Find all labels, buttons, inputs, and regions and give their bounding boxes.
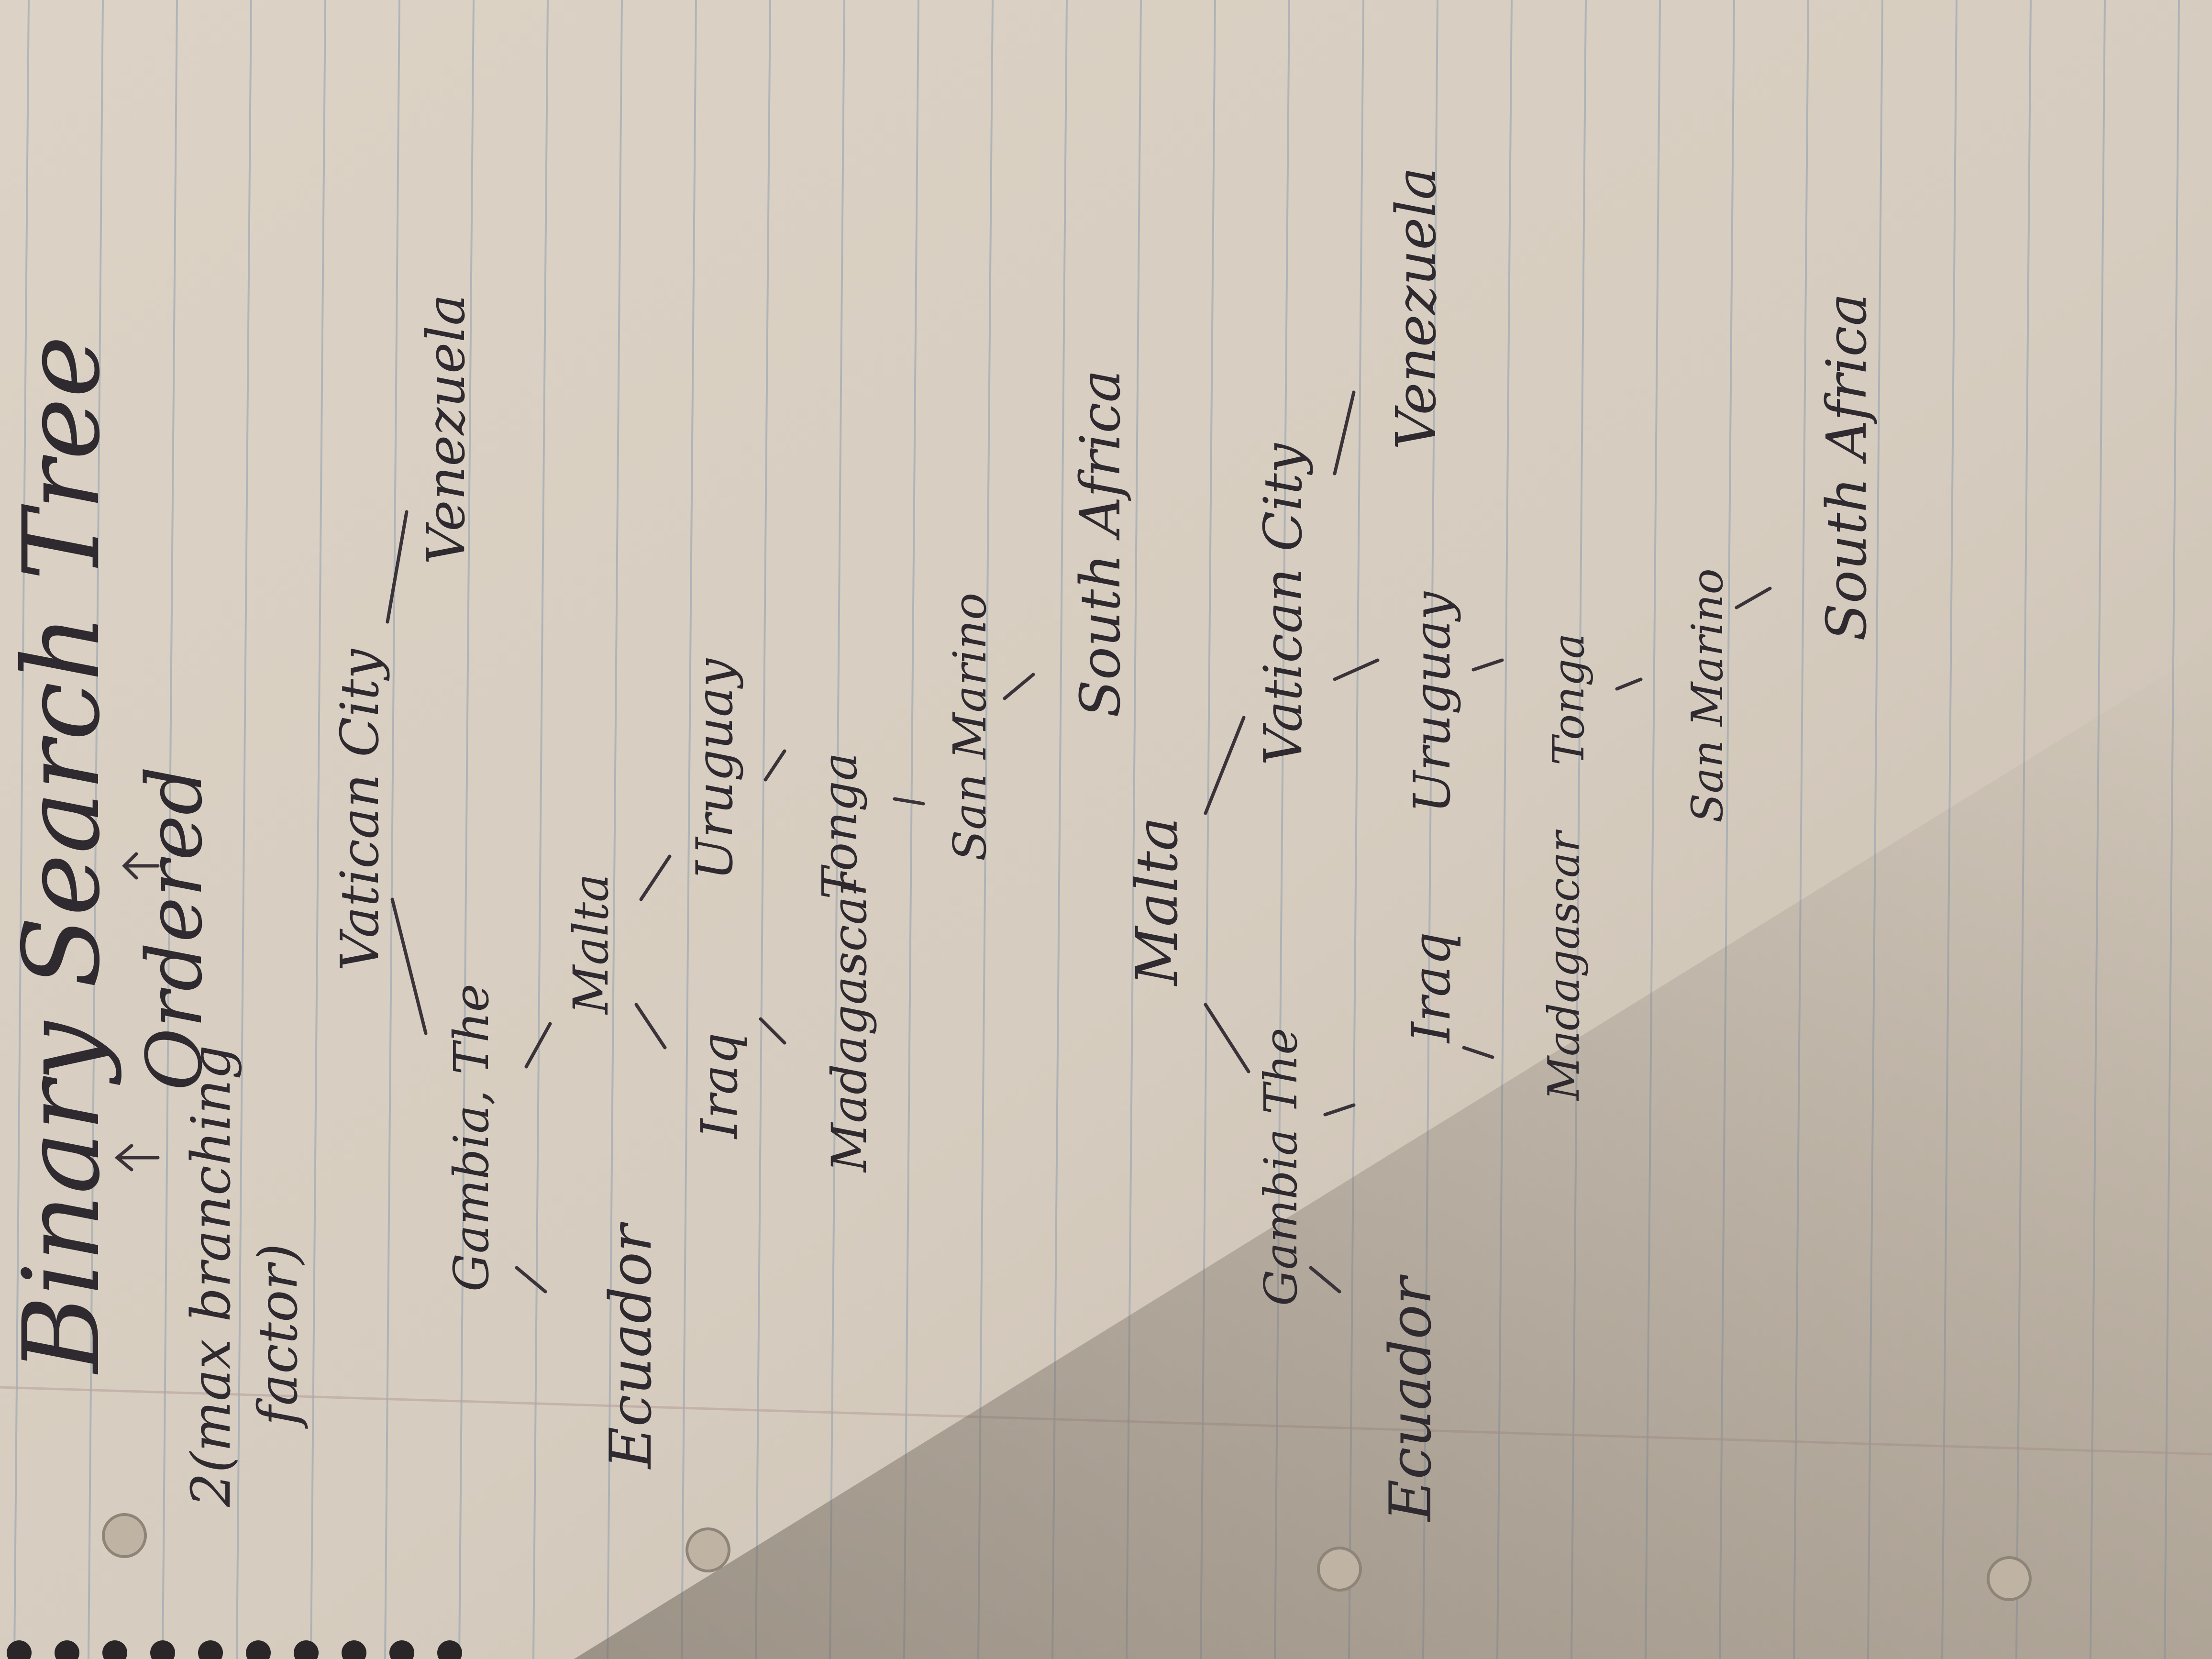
- tree1-edge: [634, 1003, 667, 1050]
- ruled-line: [88, 0, 104, 1659]
- spiral-ring: [102, 1640, 127, 1659]
- tree2-node-venezuela: Venezuela: [1384, 167, 1449, 450]
- tree2-node-uruguay: Uruguay: [1403, 591, 1461, 813]
- tree2-edge: [1204, 716, 1246, 815]
- ruled-line: [384, 0, 400, 1659]
- tree2-node-san-marino: San Marino: [1682, 568, 1733, 823]
- tree1-root: Vatican City: [329, 648, 390, 971]
- tree1-edge: [893, 797, 925, 806]
- page-title: Binary Search Tree: [0, 335, 123, 1375]
- tree2-edge: [1333, 658, 1380, 681]
- spiral-ring: [437, 1640, 462, 1659]
- spiral-ring: [7, 1640, 32, 1659]
- tree2-edge: [1309, 1266, 1341, 1294]
- ruled-line: [310, 0, 326, 1659]
- tree2-node-gambia: Gambia The: [1255, 1028, 1307, 1306]
- ruled-line: [532, 0, 549, 1659]
- spiral-ring: [198, 1640, 223, 1659]
- spiral-ring: [294, 1640, 319, 1659]
- tree1-edge: [763, 749, 786, 782]
- ruled-line: [755, 0, 771, 1659]
- ruled-line: [681, 0, 697, 1659]
- ruled-line: [903, 0, 919, 1659]
- tree2-edge: [1462, 1046, 1494, 1059]
- arrow-up-icon: [114, 1144, 160, 1172]
- spiral-ring: [150, 1640, 175, 1659]
- ruled-line: [162, 0, 178, 1659]
- note-search: Ordered: [130, 766, 219, 1091]
- tree1-node-iraq: Iraq: [690, 1033, 749, 1139]
- tree1-edge: [515, 1266, 547, 1294]
- tree1-node-venezuela: Venezuela: [415, 294, 476, 564]
- tree2-node-south-africa: South Africa: [1815, 293, 1879, 641]
- tree2-root: Malta: [1124, 817, 1191, 986]
- binder-hole: [102, 1513, 147, 1558]
- binder-hole: [1317, 1547, 1362, 1592]
- tree1-node-malta: Malta: [563, 874, 619, 1015]
- tree1-edge: [759, 1017, 786, 1045]
- ruled-line: [236, 0, 252, 1659]
- heading-group: Binary Search Tree 2(max branching facto…: [0, 335, 310, 1507]
- tree2-node-iraq: Iraq: [1401, 932, 1462, 1044]
- tree2-edge: [1615, 677, 1643, 691]
- tree1-node-south-africa: South Africa: [1069, 370, 1133, 718]
- spiral-ring: [342, 1640, 366, 1659]
- tree1-edge: [386, 510, 409, 624]
- tree1-node-ecuador: Ecuador: [598, 1221, 664, 1470]
- tree1-node-uruguay: Uruguay: [686, 658, 744, 880]
- tree2-node-ecuador: Ecuador: [1378, 1274, 1444, 1522]
- spiral-ring: [246, 1640, 271, 1659]
- tree1-edge: [639, 854, 672, 901]
- binder-hole: [1987, 1556, 2032, 1601]
- ruled-line: [829, 0, 845, 1659]
- ruled-line: [607, 0, 623, 1659]
- tree2-node-tonga: Tonga: [1544, 633, 1594, 765]
- shadow-overlay: [574, 646, 2212, 1659]
- tree2-edge: [1323, 1103, 1356, 1117]
- spiral-ring: [55, 1640, 79, 1659]
- tree1-node-gambia: Gambia, The: [443, 984, 499, 1292]
- tree1-node-san-marino: San Marino: [944, 593, 996, 861]
- ruled-line: [977, 0, 994, 1659]
- tree1-node-madagascar: Madagascar: [821, 871, 877, 1173]
- tree1-edge: [390, 897, 428, 1035]
- spiral-binding: [7, 1640, 462, 1659]
- tree1-edge: [1003, 673, 1035, 700]
- binder-hole: [686, 1527, 730, 1572]
- tree2-edge: [1471, 658, 1504, 672]
- tree1-edge: [524, 1022, 552, 1069]
- ruled-line: [458, 0, 475, 1659]
- tree2-node-madagascar: Madagascar: [1539, 829, 1589, 1101]
- arrow-up-icon: [122, 852, 160, 880]
- tree2-edge: [1333, 390, 1356, 476]
- tree-two: Malta Gambia The Vatican City Ecuador Ir…: [1124, 167, 1879, 1522]
- note-binary-line1: 2(max branching: [180, 1045, 243, 1507]
- ruled-line: [13, 0, 30, 1659]
- tree1-node-tonga: Tonga: [812, 752, 868, 899]
- spiral-ring: [389, 1640, 414, 1659]
- tree-one: Vatican City Gambia, The Venezuela Ecuad…: [329, 294, 1133, 1470]
- tree2-edge: [1735, 586, 1772, 609]
- note-binary-line2: factor): [247, 1243, 310, 1429]
- binder-holes: [102, 1513, 2032, 1601]
- tree2-edge: [1204, 1003, 1250, 1073]
- tree2-node-vatican-city: Vatican City: [1252, 442, 1314, 765]
